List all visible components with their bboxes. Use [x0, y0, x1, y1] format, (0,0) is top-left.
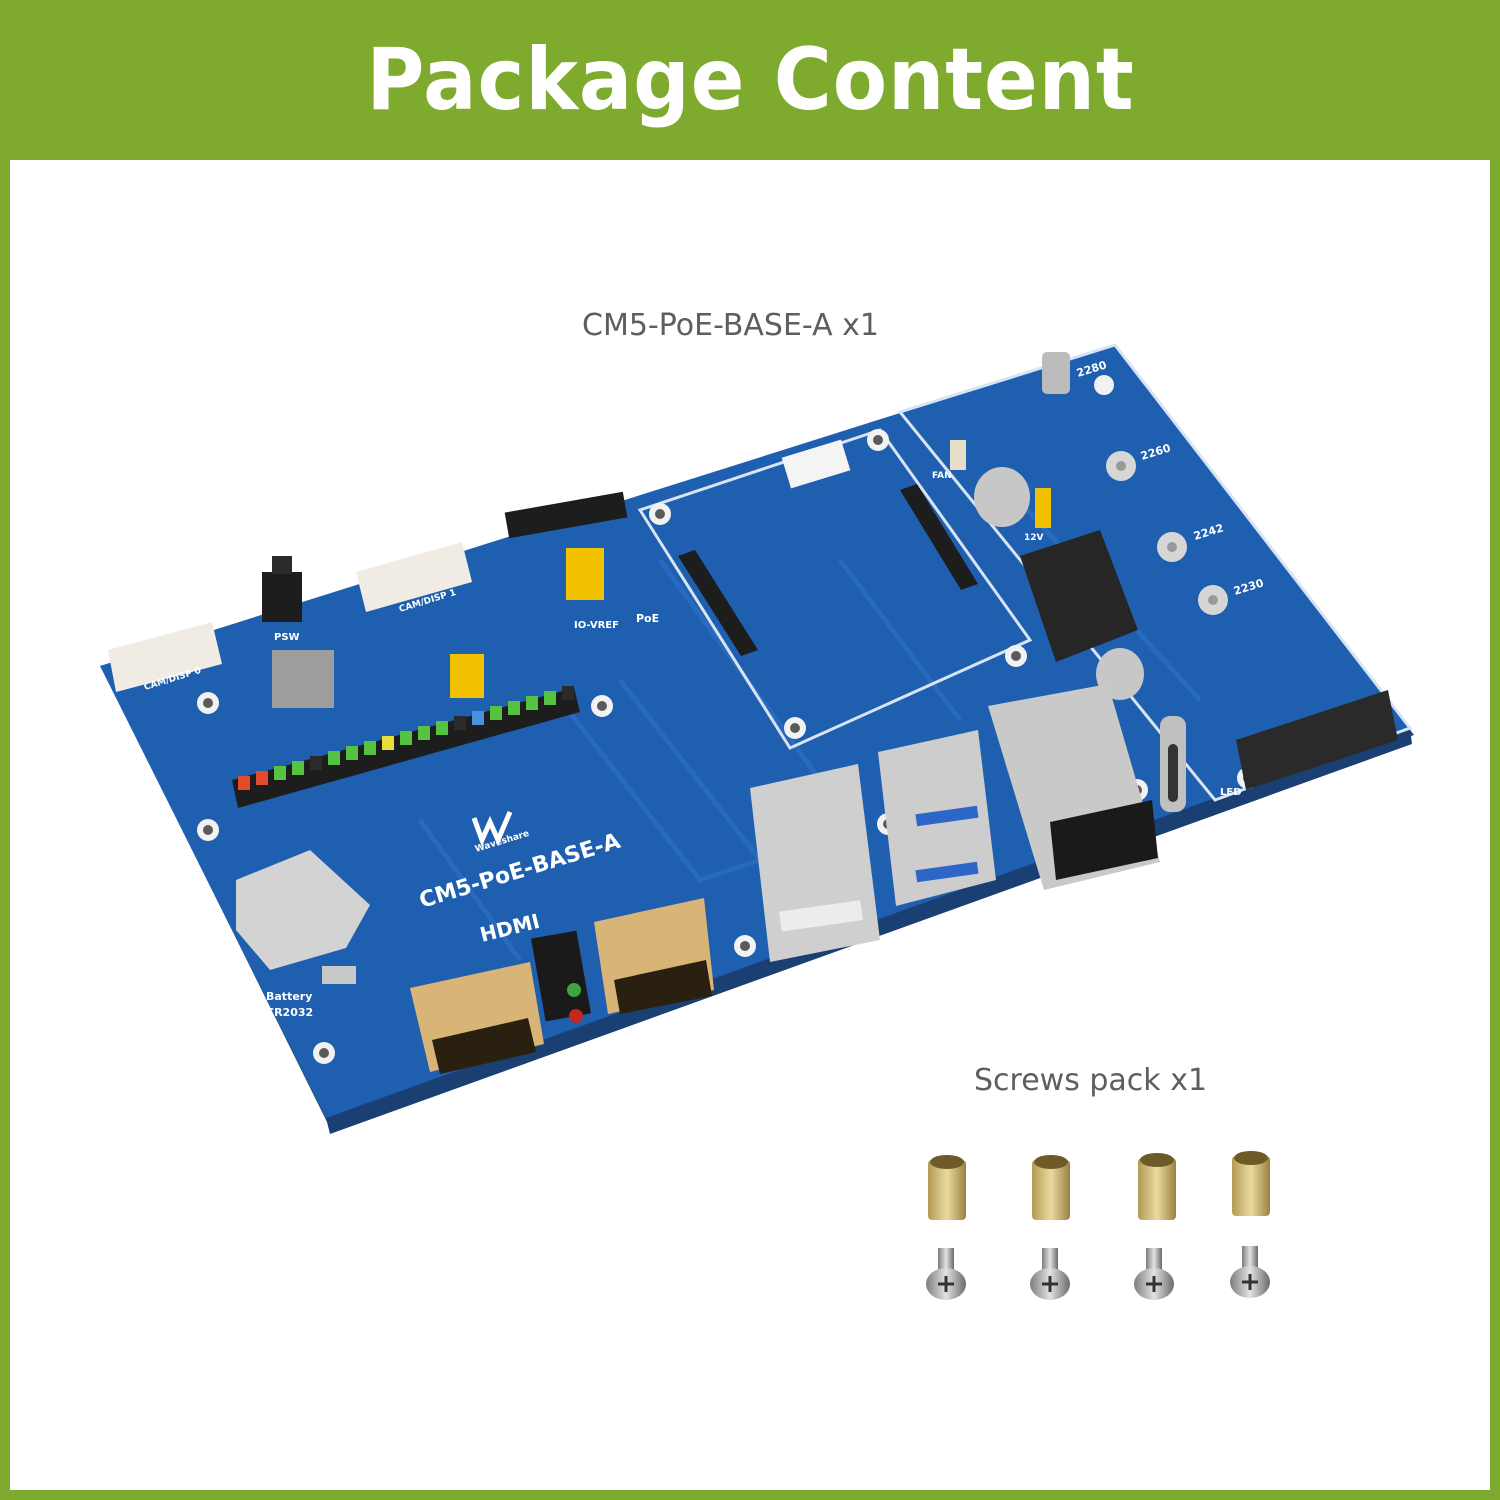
battery-label: Battery — [266, 990, 312, 1003]
page-title: Package Content — [365, 30, 1135, 130]
brass-standoffs — [928, 1151, 1270, 1220]
io-vref-jumper — [566, 548, 604, 600]
m2-slot — [1236, 690, 1398, 790]
poe-transformer — [1020, 530, 1138, 662]
status-leds — [531, 930, 591, 1022]
poe-label: PoE — [636, 612, 659, 625]
12v-label: 12V — [1024, 533, 1044, 543]
screws-pack-image — [926, 1151, 1270, 1300]
cm5-connector-2 — [900, 484, 978, 590]
machine-screws — [926, 1246, 1270, 1300]
battery-holder — [236, 850, 370, 970]
io-vref-label: IO-VREF — [574, 620, 619, 631]
gpio-pin-caps — [238, 686, 574, 790]
battery-type-label: CR2032 — [266, 1006, 313, 1019]
m2-standoffs — [1042, 352, 1228, 615]
content-panel: CM5-PoE-BASE-A x1 Screws pack x1 — [10, 160, 1490, 1490]
led-label: LED — [1220, 787, 1242, 798]
psw-label: PSW — [274, 632, 300, 643]
waveshare-logo-icon — [471, 811, 513, 847]
fan-label: FAN — [932, 471, 952, 481]
boot-header — [504, 491, 628, 539]
cam-disp-1-connector — [356, 542, 472, 612]
screws-caption: Screws pack x1 — [974, 1063, 1208, 1098]
usb2-stacked-port — [750, 764, 880, 962]
header-banner: Package Content — [0, 0, 1500, 160]
board-caption: CM5-PoE-BASE-A x1 — [582, 308, 879, 343]
cm5-connector-1 — [678, 550, 758, 656]
psw-button — [262, 572, 302, 622]
cam-disp-0-connector — [108, 622, 222, 692]
product-board-image: 2280 2260 2242 2230 12V FAN LED — [10, 160, 1490, 1490]
